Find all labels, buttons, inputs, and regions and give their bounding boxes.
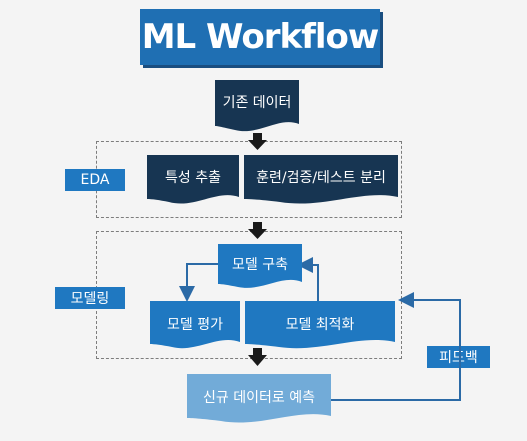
split-label: 훈련/검증/테스트 분리 <box>256 170 386 186</box>
model-build-label: 모델 구축 <box>232 257 288 273</box>
model-eval-label: 모델 평가 <box>167 317 223 333</box>
model-opt-label: 모델 최적화 <box>286 317 355 333</box>
feedback-label: 피드백 <box>427 346 490 368</box>
page-title: ML Workflow <box>140 9 380 65</box>
existing-data-node: 기존 데이터 <box>215 80 299 132</box>
model-eval-node: 모델 평가 <box>150 301 240 349</box>
feature-extraction-node: 특성 추출 <box>147 155 239 204</box>
model-build-node: 모델 구축 <box>218 244 302 288</box>
feedback-arrow <box>330 292 461 401</box>
existing-data-label: 기존 데이터 <box>223 95 292 111</box>
predict-node: 신규 데이터로 예측 <box>187 374 331 423</box>
split-node: 훈련/검증/테스트 분리 <box>244 155 398 204</box>
eda-label: EDA <box>65 169 125 191</box>
modeling-label: 모델링 <box>55 287 125 309</box>
predict-label: 신규 데이터로 예측 <box>203 390 315 406</box>
build-to-eval-arrow <box>179 263 218 302</box>
flow-arrows <box>248 133 267 366</box>
opt-to-build-arrow <box>297 257 319 304</box>
feature-extraction-label: 특성 추출 <box>165 170 221 186</box>
model-opt-node: 모델 최적화 <box>245 301 395 349</box>
